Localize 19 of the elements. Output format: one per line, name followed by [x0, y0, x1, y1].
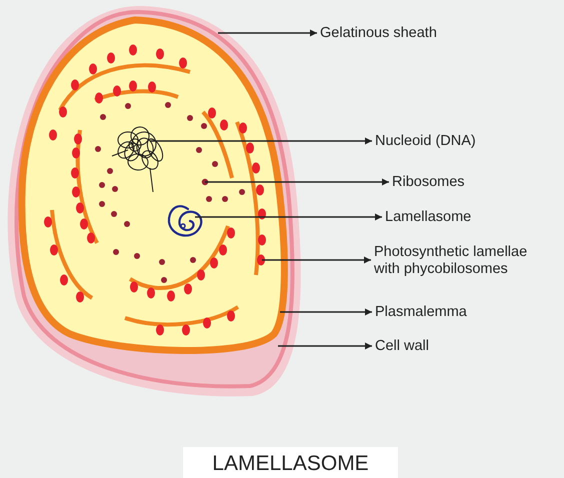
label-text: Ribosomes: [392, 174, 465, 191]
label-text: Lamellasome: [385, 209, 472, 226]
nucleoid-dna-icon: [112, 126, 164, 192]
label-text: Photosynthetic lamellae with phycobilosomes: [374, 244, 546, 278]
lamellasome-spiral-icon: [168, 205, 202, 237]
label-text: Nucleoid (DNA): [375, 133, 476, 150]
photosynthetic-lamella-drawing: [235, 121, 266, 276]
leader-arrow: [218, 30, 317, 36]
ribosome-icon: [202, 178, 208, 186]
leader-arrow: [280, 308, 372, 316]
leader-arrow: [205, 178, 389, 186]
label-text: Gelatinous sheath: [320, 25, 437, 42]
leader-arrow: [150, 138, 372, 144]
label-text: Cell wall: [375, 338, 429, 355]
leader-arrow: [262, 256, 371, 264]
caption: LAMELLASOME: [183, 447, 398, 478]
label-text: Plasmalemma: [375, 304, 467, 321]
leader-arrow: [195, 214, 382, 220]
leader-arrow: [278, 342, 372, 350]
